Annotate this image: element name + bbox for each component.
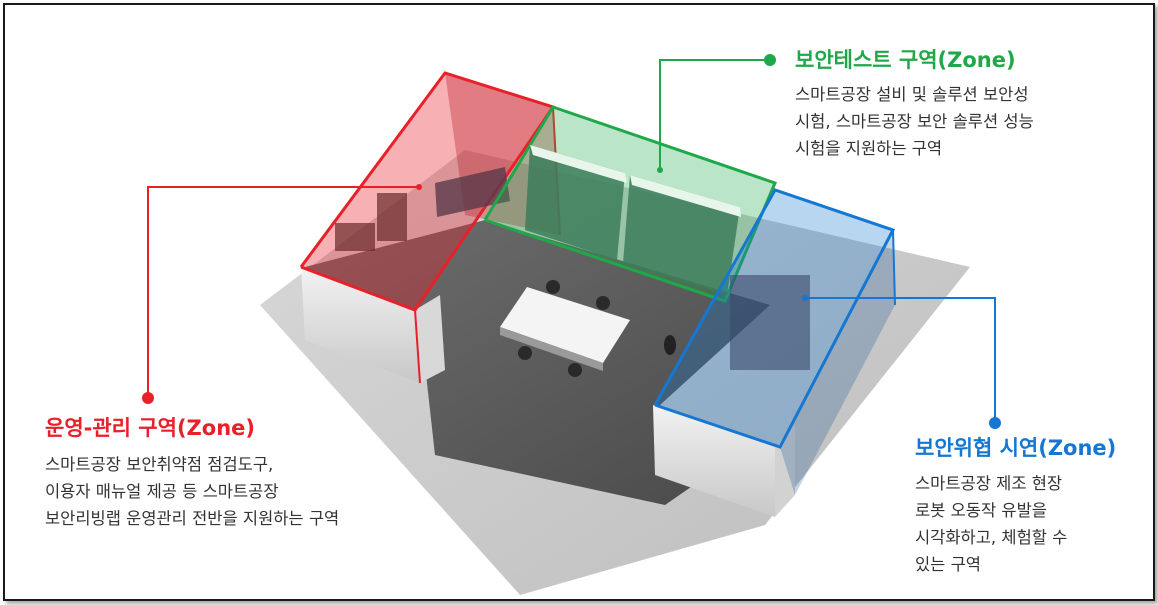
- test-zone-description: 스마트공장 설비 및 솔루션 보안성 시험, 스마트공장 보안 솔루션 성능 시…: [795, 85, 1034, 158]
- diagram-frame: 보안테스트 구역(Zone) 스마트공장 설비 및 솔루션 보안성 시험, 스마…: [3, 3, 1155, 601]
- test-zone-leader-line: [659, 59, 770, 170]
- operation-zone-description: 스마트공장 보안취약점 점검도구, 이용자 매뉴얼 제공 등 스마트공장 보안리…: [45, 455, 340, 528]
- right-wall-front: [653, 405, 775, 517]
- test-zone-title: 보안테스트 구역(Zone): [795, 48, 1016, 72]
- threat-zone-box: [653, 188, 896, 495]
- meeting-table: [500, 280, 676, 377]
- threat-zone-title: 보안위협 시연(Zone): [915, 436, 1117, 460]
- facility-3d-rendering: [142, 54, 1001, 595]
- threat-zone-description: 스마트공장 제조 현장 로봇 오동작 유발을 시각화하고, 체험할 수 있는 구…: [915, 474, 1068, 574]
- threat-zone-leader-line: [805, 297, 996, 423]
- left-wall-side: [415, 295, 445, 383]
- operation-zone-title: 운영-관리 구역(Zone): [45, 416, 255, 440]
- room-floor: [305, 220, 770, 505]
- operation-zone-leader-line: [147, 186, 419, 398]
- test-zone-box: [483, 105, 778, 303]
- left-wall-front: [301, 267, 420, 383]
